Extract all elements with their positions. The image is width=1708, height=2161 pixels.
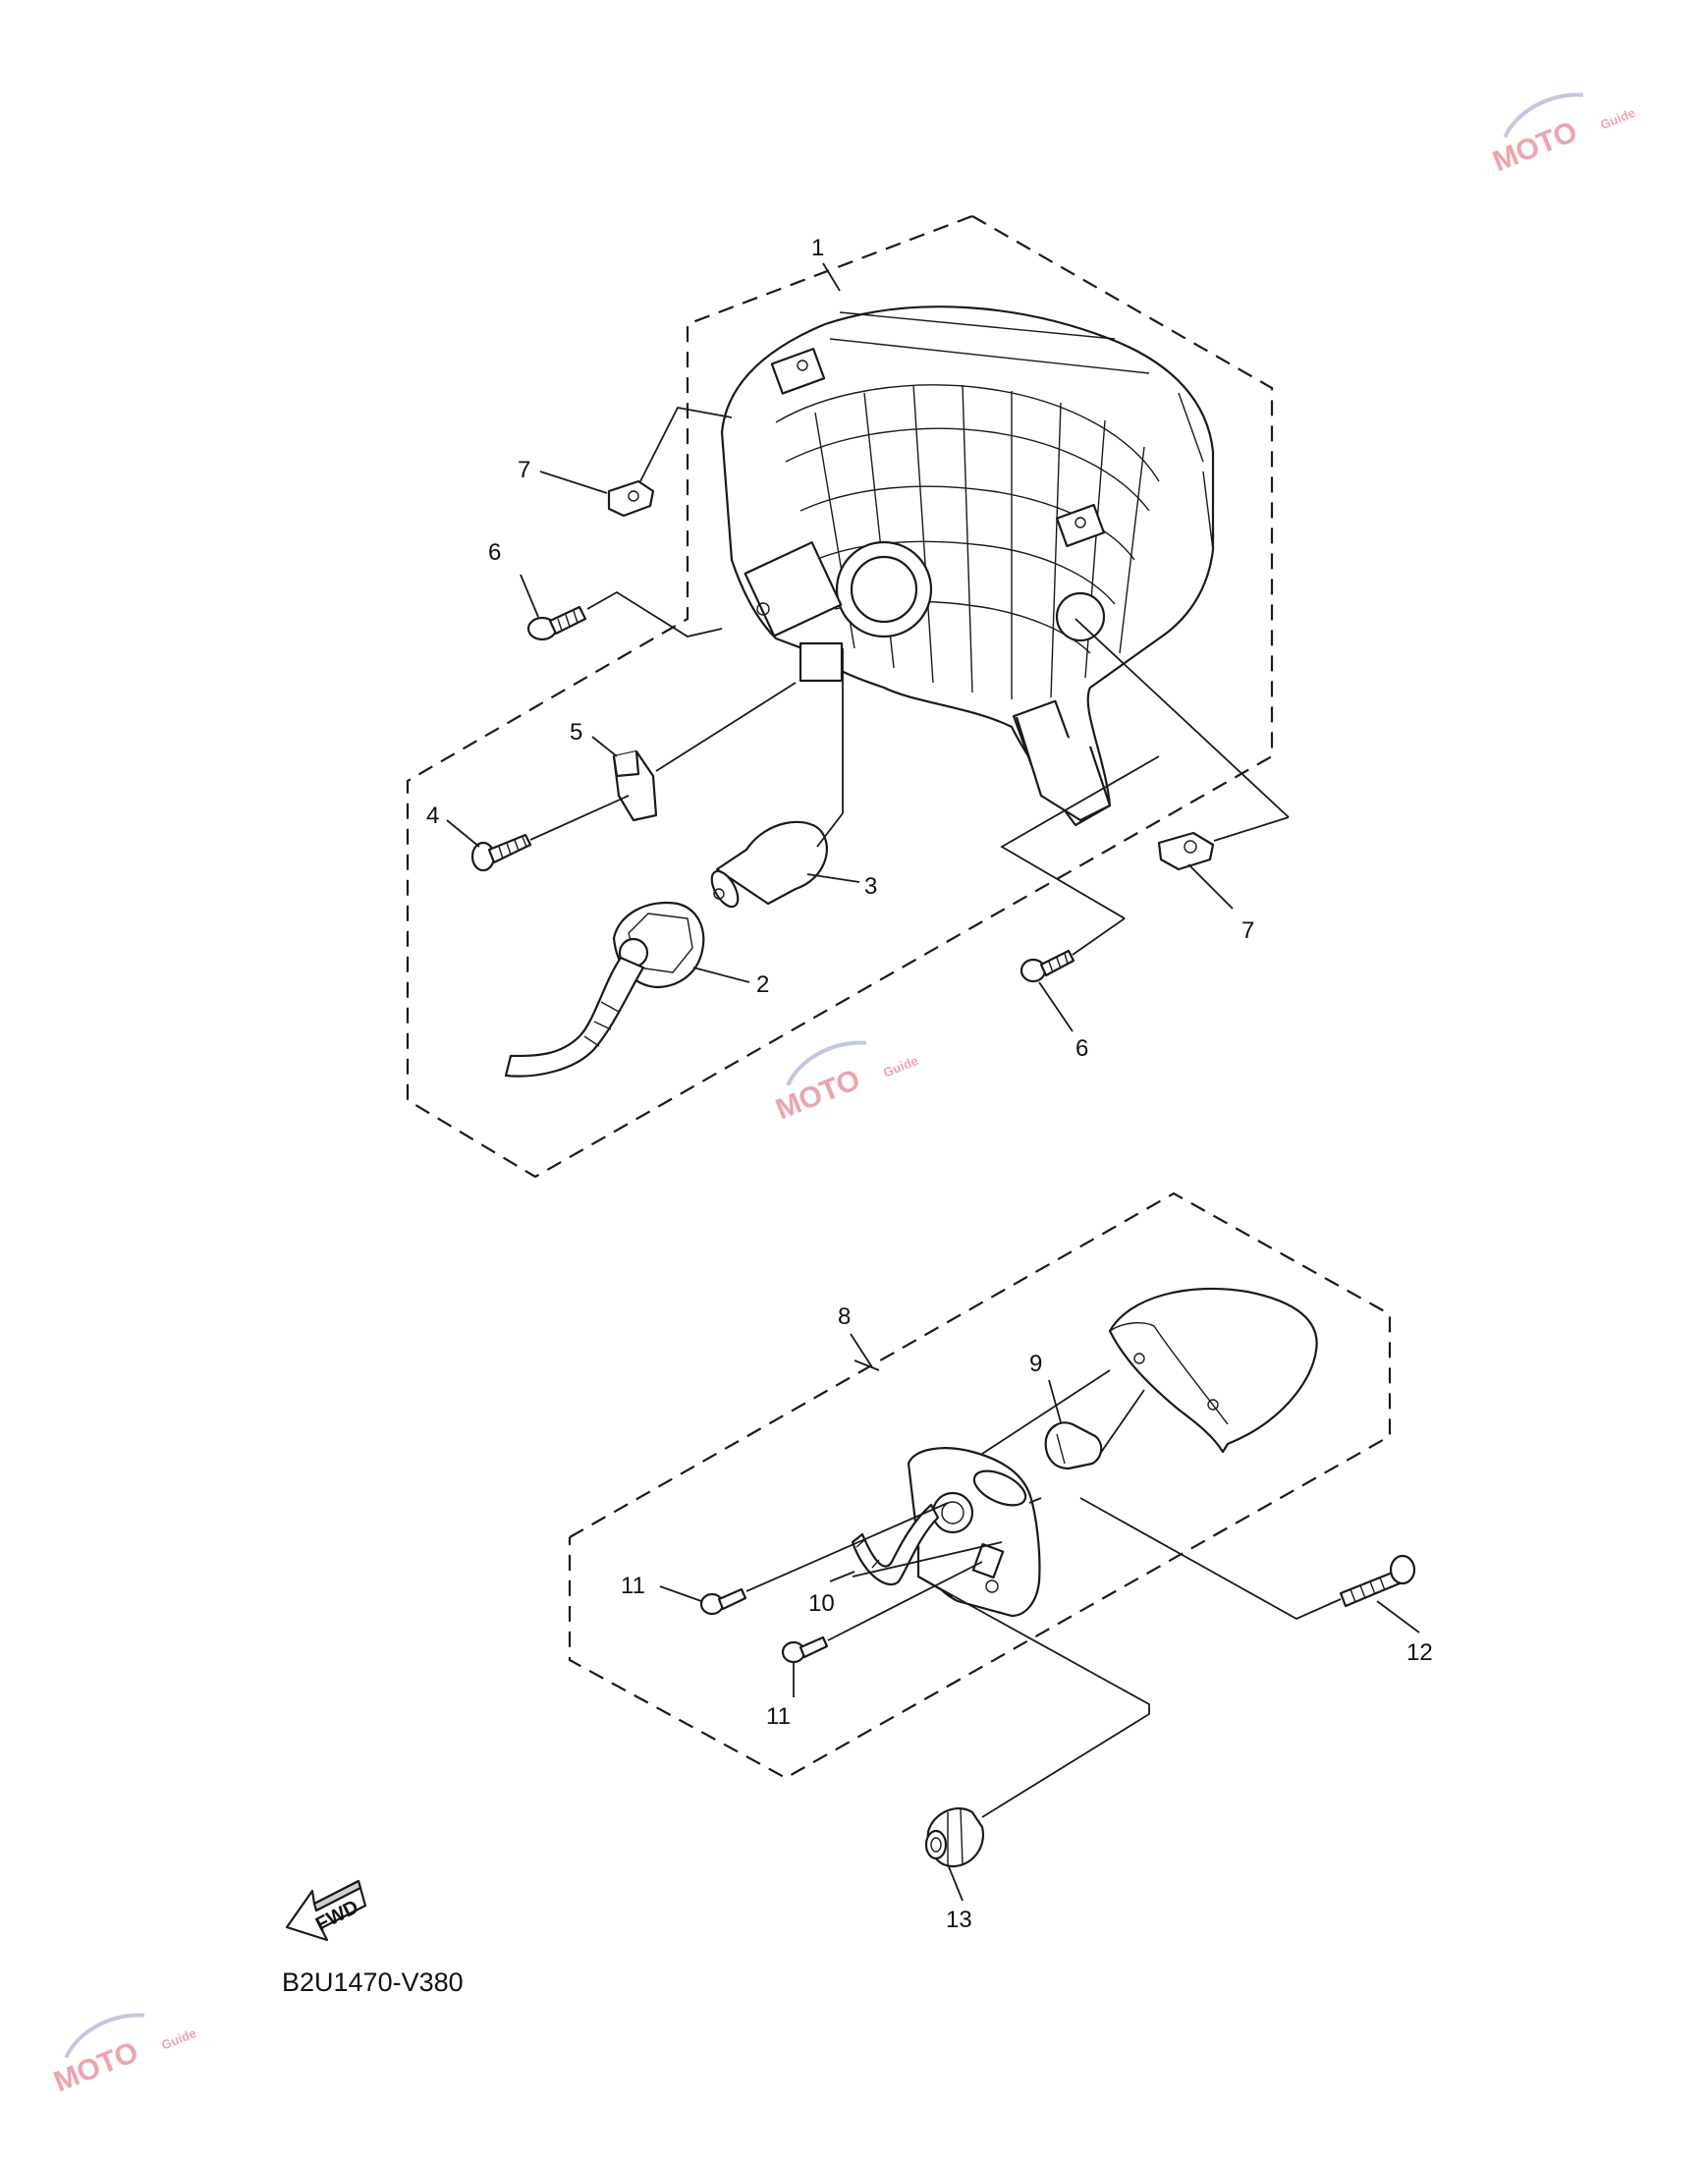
part-3-bulb [710,820,828,909]
part-11-screw-b [781,1635,829,1664]
callout-11-b: 11 [766,1703,791,1730]
callout-7-lower: 7 [1241,917,1254,944]
part-7-clip-upper [607,479,655,518]
callout-6-upper: 6 [488,539,501,566]
callout-2: 2 [756,971,769,998]
callout-1: 1 [811,235,824,261]
callout-6-lower: 6 [1075,1035,1088,1062]
svg-text:MOTO: MOTO [1488,115,1581,178]
assembly-1-boundary [406,214,1274,1179]
part-11-screw-a [699,1587,747,1616]
svg-text:Guide: Guide [159,2025,198,2053]
callout-12: 12 [1406,1639,1433,1666]
tail-light-housing [720,305,1215,827]
watermark-logo-top-right: MOTO Guide [1488,92,1637,178]
part-12-bolt [1339,1554,1416,1608]
part-7-clip-lower [1157,831,1215,871]
callout-8: 8 [838,1303,851,1330]
svg-text:Guide: Guide [881,1053,920,1080]
callout-13: 13 [946,1907,972,1933]
part-4-screw [470,833,532,872]
callout-10: 10 [808,1590,835,1617]
part-2-socket [504,901,705,1078]
part-6-screw-lower [1019,949,1075,983]
part-13-grommet [924,1807,985,1868]
watermark-logo-center: MOTO Guide [771,1040,920,1126]
assembly-8-boundary [568,1191,1392,1780]
svg-text:Guide: Guide [1598,105,1637,133]
watermark-logo-bottom-left: MOTO Guide [49,2013,198,2098]
callout-3: 3 [864,873,877,900]
diagram-code: B2U1470-V380 [282,1967,464,1997]
svg-text:MOTO: MOTO [49,2035,142,2098]
turn-signal-assembly [851,1287,1318,1618]
callout-11-a: 11 [621,1573,645,1599]
callout-7-upper: 7 [518,457,530,483]
callout-4: 4 [426,803,439,829]
svg-text:MOTO: MOTO [771,1063,864,1126]
part-6-screw-upper [526,605,587,641]
callout-9: 9 [1029,1351,1042,1377]
forward-arrow: FWD [285,1879,367,1942]
callout-5: 5 [570,719,582,746]
part-5-bracket [612,749,658,822]
